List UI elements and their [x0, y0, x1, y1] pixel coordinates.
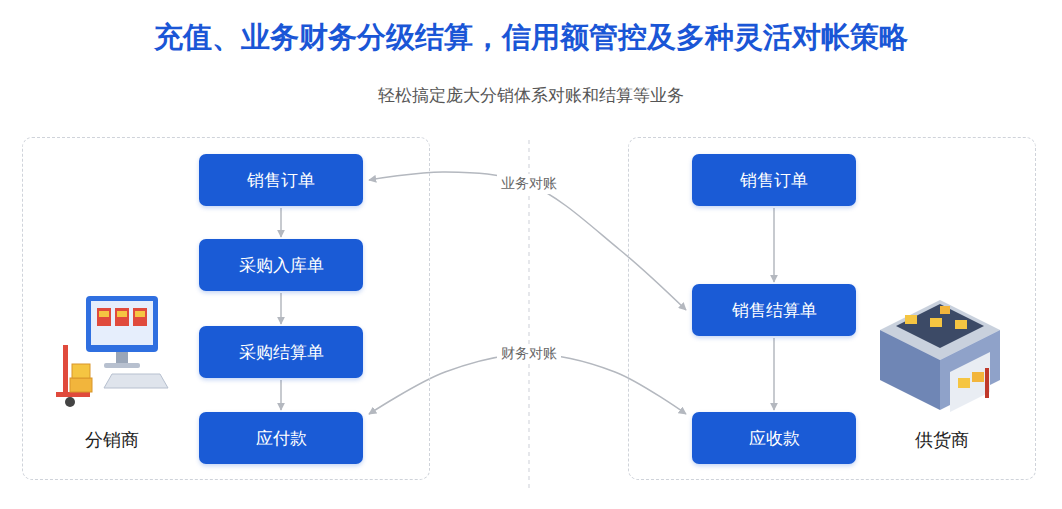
- box-label: 采购入库单: [239, 254, 324, 277]
- process-box: 销售订单: [692, 154, 856, 206]
- group-panel: 供货商 销售订单销售结算单应收款: [628, 137, 1036, 480]
- panel-label: 供货商: [915, 428, 969, 452]
- flow-arrow: [280, 208, 282, 237]
- computer-icon: [56, 296, 168, 407]
- box-label: 应付款: [256, 427, 307, 450]
- flow-arrow: [773, 208, 775, 282]
- subtitle: 轻松搞定庞大分销体系对账和结算等业务: [0, 84, 1062, 107]
- process-box: 销售结算单: [692, 284, 856, 336]
- group-panel: 分销商 销售订单采购入库单采购结算单应付款: [22, 137, 430, 480]
- box-label: 销售订单: [740, 169, 808, 192]
- box-label: 应收款: [749, 427, 800, 450]
- flow-arrow: [280, 380, 282, 410]
- box-label: 销售结算单: [732, 299, 817, 322]
- box-label: 销售订单: [247, 169, 315, 192]
- edge-label: 业务对账: [497, 174, 561, 194]
- reconcile-arrow: [369, 172, 686, 310]
- title: 充值、业务财务分级结算，信用额管控及多种灵活对帐策略: [0, 18, 1062, 58]
- flow-arrow: [280, 293, 282, 324]
- flow-arrow: [773, 338, 775, 410]
- edge-label: 财务对账: [497, 344, 561, 364]
- process-box: 应收款: [692, 412, 856, 464]
- panel-label: 分销商: [85, 428, 139, 452]
- process-box: 应付款: [199, 412, 363, 464]
- box-label: 采购结算单: [239, 341, 324, 364]
- warehouse-icon: [880, 300, 1000, 412]
- process-box: 采购结算单: [199, 326, 363, 378]
- process-box: 销售订单: [199, 154, 363, 206]
- process-box: 采购入库单: [199, 239, 363, 291]
